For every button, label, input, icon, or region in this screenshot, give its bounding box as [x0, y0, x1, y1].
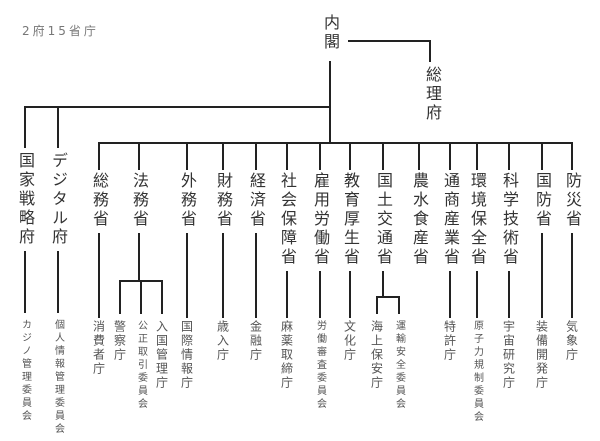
- ministry-node: 雇用労働省: [311, 172, 330, 267]
- agency-node: 公正取引委員会: [135, 320, 147, 411]
- ministry-node: 経済省: [247, 172, 266, 229]
- connector-line: [382, 271, 384, 296]
- ministry-node: 環境保全省: [468, 172, 487, 267]
- connector-line: [286, 271, 288, 318]
- ministry-node: 外務省: [178, 172, 197, 229]
- connector-line: [571, 142, 573, 170]
- ministry-node: 財務省: [214, 172, 233, 229]
- connector-line: [429, 40, 431, 62]
- connector-line: [508, 142, 510, 170]
- connector-line: [319, 142, 321, 170]
- ministry-node: 法務省: [130, 172, 149, 229]
- agency-node: 特許庁: [442, 320, 457, 362]
- connector-line: [24, 106, 331, 108]
- connector-line: [161, 280, 163, 314]
- connector-line: [476, 142, 478, 170]
- connector-line: [382, 142, 384, 170]
- ministry-node: 国土交通省: [374, 172, 393, 267]
- connector-line: [571, 233, 573, 318]
- agency-node: 文化庁: [342, 320, 357, 362]
- agency-node: 国際情報庁: [179, 320, 194, 390]
- connector-line: [255, 233, 257, 318]
- prime-office-node: 総理府: [423, 66, 442, 123]
- connector-line: [24, 106, 26, 148]
- agency-node: 個人情報管理委員会: [52, 319, 64, 436]
- connector-line: [449, 142, 451, 170]
- connector-line: [57, 251, 59, 313]
- ministry-node: 防災省: [563, 172, 582, 229]
- connector-line: [286, 142, 288, 170]
- office-node: 国家戦略府: [16, 152, 35, 247]
- connector-line: [319, 271, 321, 318]
- connector-line: [119, 280, 121, 314]
- connector-line: [255, 142, 257, 170]
- agency-node: 海上保安庁: [369, 320, 384, 390]
- ministry-node: 教育厚生省: [341, 172, 360, 267]
- connector-line: [349, 142, 351, 170]
- connector-line: [376, 296, 378, 314]
- connector-line: [186, 233, 188, 318]
- connector-line: [98, 233, 100, 318]
- connector-line: [140, 280, 142, 314]
- ministry-bus-line: [99, 142, 573, 144]
- chart-title: 2府15省庁: [22, 24, 99, 38]
- ministry-node: 国防省: [533, 172, 552, 229]
- ministry-node: 社会保障省: [278, 172, 297, 267]
- ministry-node: 農水食産省: [410, 172, 429, 267]
- connector-line: [541, 233, 543, 318]
- connector-line: [449, 271, 451, 318]
- connector-line: [541, 142, 543, 170]
- connector-line: [186, 142, 188, 170]
- ministry-node: 通商産業省: [441, 172, 460, 267]
- agency-node: 労働審査委員会: [314, 320, 326, 411]
- connector-line: [418, 142, 420, 170]
- connector-line: [57, 106, 59, 148]
- connector-line: [98, 142, 100, 170]
- connector-line: [138, 142, 140, 170]
- connector-line: [24, 251, 26, 313]
- office-node: デジタル府: [49, 152, 68, 247]
- connector-line: [349, 271, 351, 318]
- agency-node: 歳入庁: [215, 320, 230, 362]
- connector-line: [138, 233, 140, 280]
- agency-node: 入国管理庁: [154, 320, 169, 390]
- ministry-node: 科学技術省: [500, 172, 519, 267]
- ministry-node: 総務省: [90, 172, 109, 229]
- cabinet-node: 内閣: [321, 14, 340, 52]
- connector-line: [348, 40, 430, 42]
- agency-node: 金融庁: [248, 320, 263, 362]
- connector-line: [222, 233, 224, 318]
- connector-line: [222, 142, 224, 170]
- agency-node: 原子力規制委員会: [471, 320, 483, 424]
- agency-node: 装備開発庁: [534, 320, 549, 390]
- agency-node: 運輸安全委員会: [393, 320, 405, 411]
- agency-node: カジノ管理委員会: [19, 319, 31, 423]
- connector-line: [508, 271, 510, 318]
- agency-node: 消費者庁: [91, 320, 106, 376]
- connector-line: [329, 61, 331, 144]
- connector-line: [376, 296, 400, 298]
- agency-node: 宇宙研究庁: [501, 320, 516, 390]
- agency-node: 麻薬取締庁: [279, 320, 294, 390]
- connector-line: [398, 296, 400, 314]
- agency-node: 気象庁: [564, 320, 579, 362]
- connector-line: [476, 271, 478, 318]
- agency-node: 警察庁: [112, 320, 127, 362]
